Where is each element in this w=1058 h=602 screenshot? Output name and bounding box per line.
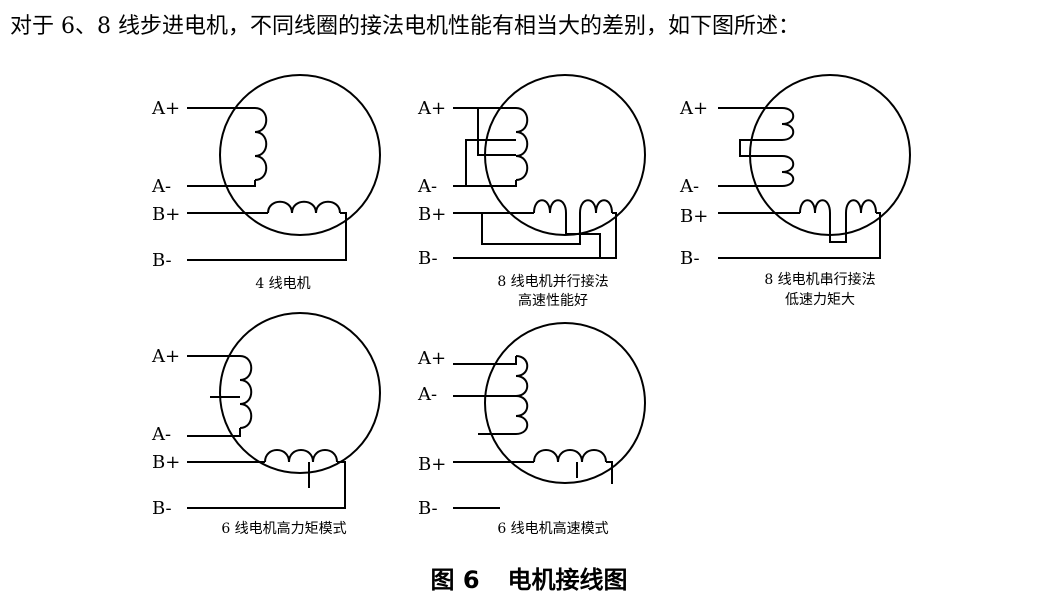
label-a-minus: A- xyxy=(679,176,699,197)
coil-b xyxy=(533,199,613,214)
coil-a xyxy=(781,107,795,187)
label-b-plus: B+ xyxy=(418,454,446,475)
label-a-plus: A+ xyxy=(679,98,708,119)
label-a-minus: A- xyxy=(151,424,171,445)
label-b-minus: B- xyxy=(152,250,172,271)
label-a-minus: A- xyxy=(417,176,437,197)
lead-wires xyxy=(187,107,347,261)
diagram-six-wire-high-speed: A+ A- B+ B- 6 线电机高速模式 xyxy=(417,322,646,537)
coil-b xyxy=(799,199,877,214)
diagram-caption-line-2: 高速性能好 xyxy=(518,292,588,309)
label-b-plus: B+ xyxy=(152,452,180,473)
diagram-eight-wire-parallel: A+ A- B+ B- 8 线电机并行接法 高速性能好 xyxy=(417,74,646,309)
coil-b xyxy=(533,449,607,463)
lead-wires xyxy=(187,355,346,509)
figure-number: 图 6 xyxy=(430,566,480,594)
diagram-eight-wire-series: A+ A- B+ B- 8 线电机串行接法 低速力矩大 xyxy=(679,74,911,308)
figure-caption: 图 6 电机接线图 xyxy=(0,560,1058,595)
label-a-plus: A+ xyxy=(151,346,180,367)
coil-b xyxy=(267,200,341,214)
label-a-plus: A+ xyxy=(417,98,446,119)
label-a-plus: A+ xyxy=(417,348,446,369)
coil-a xyxy=(254,107,268,181)
diagram-caption: 4 线电机 xyxy=(255,276,310,292)
label-b-minus: B- xyxy=(152,498,172,519)
figure-title: 电机接线图 xyxy=(507,566,628,594)
lead-wires xyxy=(718,107,881,259)
coil-a xyxy=(239,355,253,429)
label-b-minus: B- xyxy=(418,498,438,519)
coil-b xyxy=(264,449,338,463)
coil-a xyxy=(515,355,529,435)
diagram-caption-line-1: 8 线电机并行接法 xyxy=(497,273,608,290)
diagram-caption-line-2: 低速力矩大 xyxy=(785,292,855,308)
label-a-minus: A- xyxy=(151,176,171,197)
label-b-plus: B+ xyxy=(418,204,446,225)
coil-a xyxy=(515,107,529,181)
label-b-plus: B+ xyxy=(680,206,708,227)
diagram-caption: 6 线电机高速模式 xyxy=(497,520,608,537)
lead-wires xyxy=(453,107,617,259)
intro-text: 对于 6、8 线步进电机，不同线圈的接法电机性能有相当大的差别，如下图所述： xyxy=(10,14,800,39)
diagram-six-wire-high-torque: A+ A- B+ B- 6 线电机高力矩模式 xyxy=(151,312,381,537)
label-b-plus: B+ xyxy=(152,204,180,225)
label-b-minus: B- xyxy=(418,248,438,269)
motor-circle xyxy=(484,322,646,484)
label-b-minus: B- xyxy=(680,248,700,269)
label-a-plus: A+ xyxy=(151,98,180,119)
motor-circle xyxy=(219,312,381,474)
label-a-minus: A- xyxy=(417,384,437,405)
motor-circle xyxy=(219,74,381,236)
diagram-four-wire: A+ A- B+ B- 4 线电机 xyxy=(151,74,381,292)
diagram-caption-line-1: 8 线电机串行接法 xyxy=(764,271,875,288)
lead-wires xyxy=(453,356,613,509)
diagram-caption: 6 线电机高力矩模式 xyxy=(221,520,346,537)
